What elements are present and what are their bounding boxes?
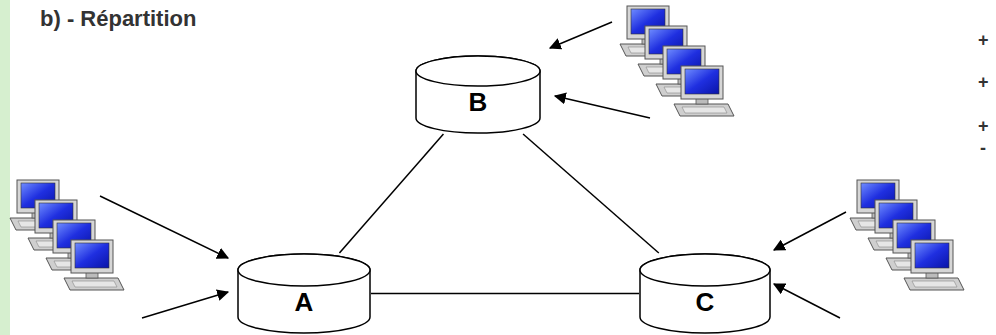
cylinder-body [640,254,770,333]
node-label: C [639,287,771,318]
database-cylinder: B [415,55,541,134]
bullet-mark: + [978,116,989,137]
cylinder-top [640,254,770,286]
cylinder-top [416,56,540,86]
cylinder-body [416,56,540,133]
cylinder-top [238,254,370,286]
node-label: A [237,287,371,318]
access-arrow [100,22,846,318]
diagram-title: b) - Répartition [40,6,196,32]
workstation-stack [620,6,734,116]
network-link [371,293,639,295]
node-label: B [415,87,541,118]
workstation-stack [850,180,964,290]
network-link [339,134,443,253]
database-cylinder: C [639,253,771,334]
network-link [523,134,659,253]
workstation-stack [10,180,124,290]
cylinder-body [238,254,370,333]
bullet-mark: + [978,72,989,93]
bullet-mark: - [980,138,986,159]
database-cylinder: A [237,253,371,334]
side-band [0,0,10,335]
bullet-mark: + [978,30,989,51]
